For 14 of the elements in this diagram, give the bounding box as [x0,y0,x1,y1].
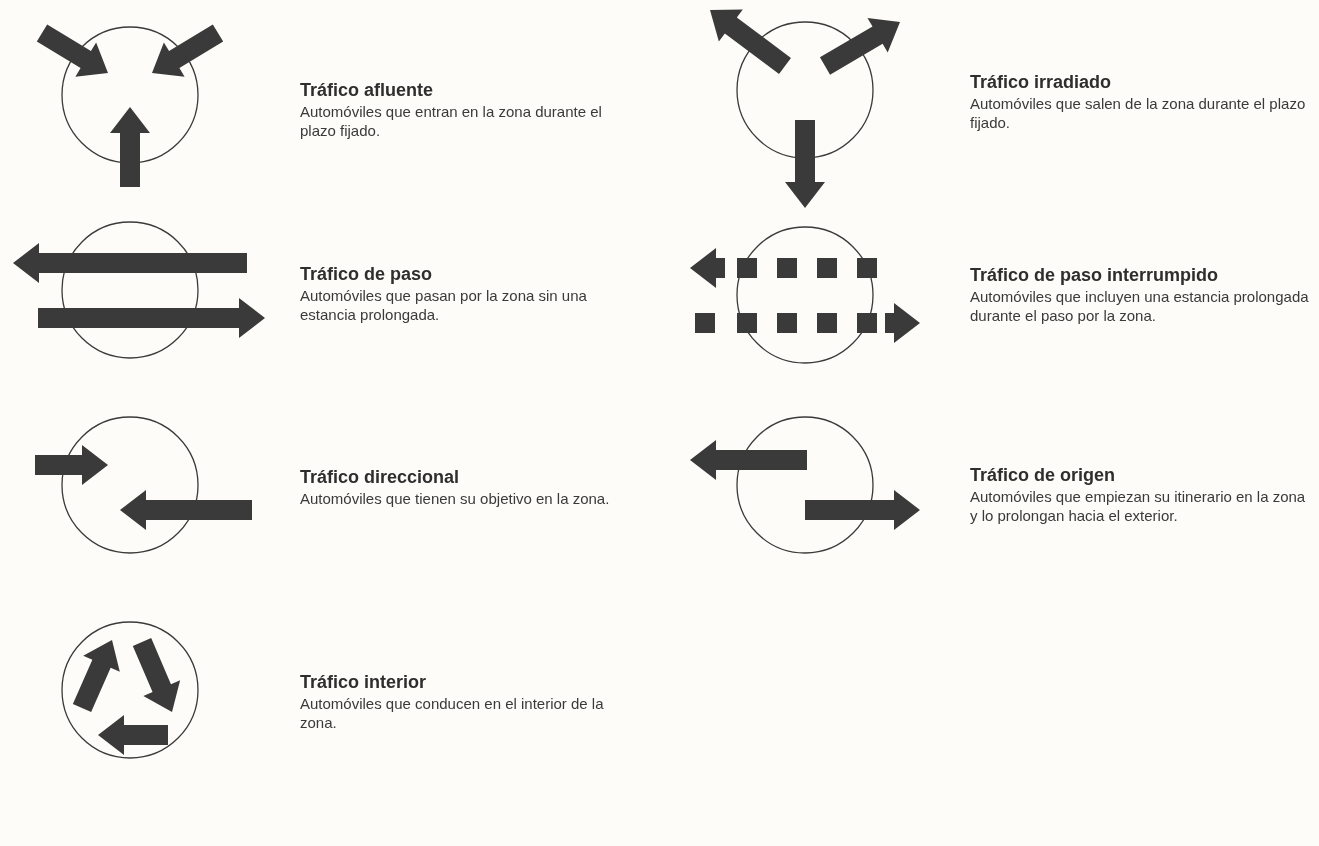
section-heading: Tráfico de origen [970,464,1117,487]
section-heading: Tráfico irradiado [970,71,1113,94]
section-heading: Tráfico interior [300,671,428,694]
section-heading: Tráfico direccional [300,466,461,489]
description-text: Automóviles que empiezan su itinerario en la zona y lo prolongan hacia el exterior. [970,487,1307,525]
description-text: Automóviles que salen de la zona durante el plazo fijado. [970,94,1307,132]
description-text: Automóviles que incluyen una estancia prolongada durante el paso por la zona. [970,287,1310,325]
section-heading: Tráfico afluente [300,79,435,102]
description-text: Automóviles que pasan por la zona sin una estancia prolongada. [300,286,588,324]
description-text: Automóviles que tienen su objetivo en la zona. [300,489,611,508]
section-heading: Tráfico de paso [300,263,434,286]
description-text: Automóviles que conducen en el interior de la zona. [300,694,605,732]
description-text: Automóviles que entran en la zona durante el plazo fijado. [300,102,603,140]
section-heading: Tráfico de paso interrumpido [970,264,1220,287]
